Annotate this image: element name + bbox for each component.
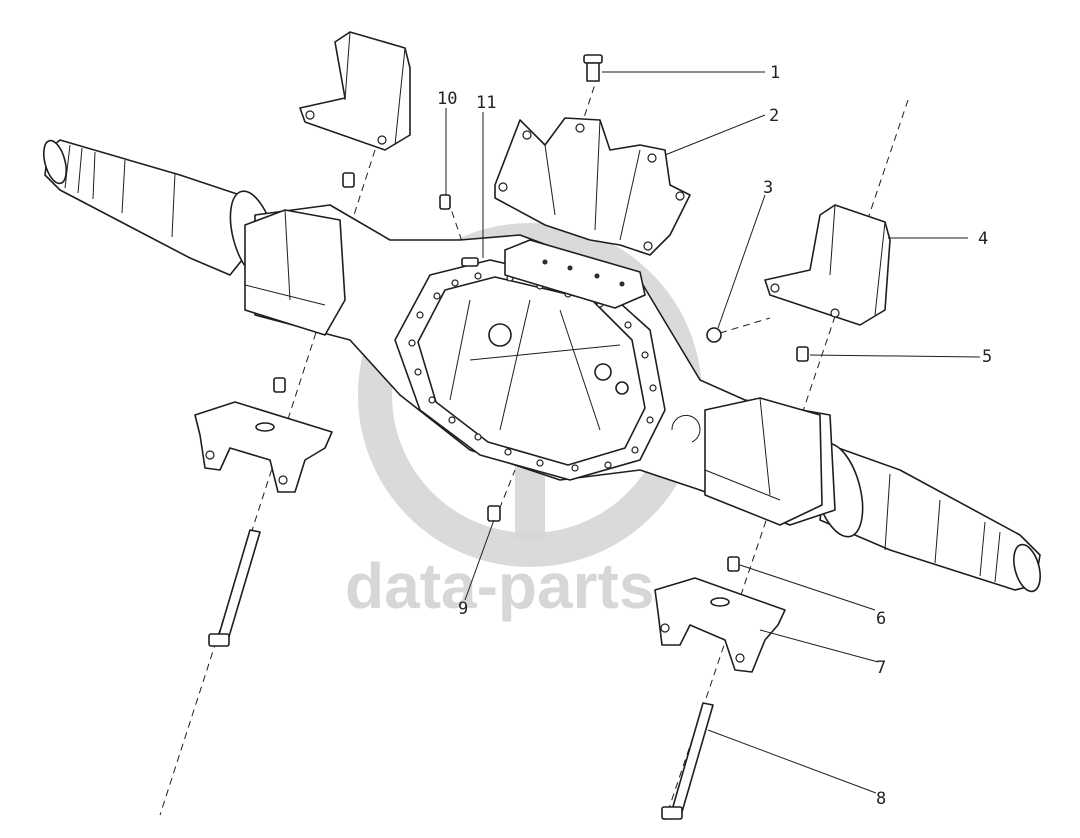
part-6-spacer (727, 556, 740, 572)
flange-bolt-holes (408, 272, 657, 472)
callout-2: 2 (769, 106, 779, 126)
part-7-lower-plate-right (654, 577, 786, 673)
callout-10: 10 (437, 89, 457, 109)
part-11-pin (461, 257, 479, 267)
callout-8: 8 (876, 789, 886, 809)
watermark-text: data-parts (345, 550, 654, 622)
part-10-breather (439, 194, 451, 210)
part-4-upper-saddle-right (764, 204, 891, 326)
callout-1: 1 (770, 63, 780, 83)
callout-labels: 1 2 3 4 5 6 7 8 9 10 11 (437, 63, 992, 809)
callout-11: 11 (476, 93, 496, 113)
bushing-left-upper (342, 172, 355, 188)
callout-5: 5 (982, 347, 992, 367)
callout-4: 4 (978, 229, 988, 249)
callout-3: 3 (763, 178, 773, 198)
part-1-bolt (583, 54, 603, 82)
part-8-long-bolt-right (661, 702, 714, 820)
upper-saddle-left (299, 31, 411, 151)
bushing-left-lower (273, 377, 286, 393)
callout-6: 6 (876, 609, 886, 629)
lower-plate-left (194, 401, 333, 493)
part-5-bushing (796, 346, 809, 362)
callout-7: 7 (876, 658, 886, 678)
long-bolt-left (208, 529, 261, 647)
part-3-nut (706, 327, 722, 343)
callout-9: 9 (458, 599, 468, 619)
axle-housing (244, 204, 836, 526)
part-2-bracket (494, 117, 691, 256)
part-9-drain-plug (487, 505, 501, 522)
right-axle-spindle (812, 442, 1041, 593)
leader-lines (445, 71, 981, 794)
